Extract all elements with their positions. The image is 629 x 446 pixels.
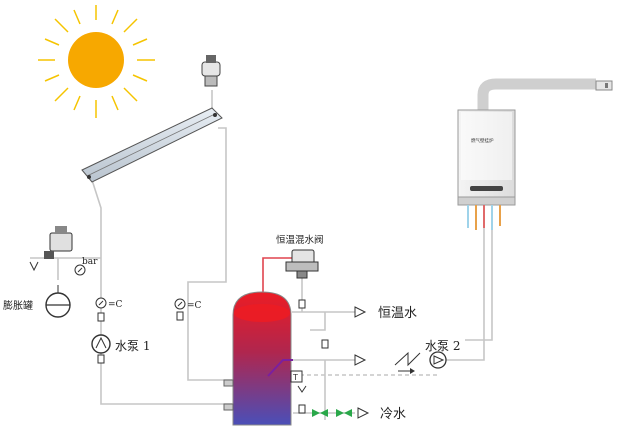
expansion-tank-label: 膨胀罐: [3, 299, 33, 312]
check-valve-icon: [298, 299, 329, 414]
safety-valve-icon: [29, 226, 73, 272]
pump-2-label: 水泵 2: [425, 339, 460, 353]
thermostat-icon: T: [290, 370, 307, 393]
boiler-brand-label: 燃气壁挂炉: [471, 137, 494, 144]
pressure-unit-label: bar: [82, 257, 98, 267]
pump-2-arrow-icon: [354, 351, 421, 374]
mixing-valve-icon: [285, 249, 319, 279]
pump-2-icon: [429, 351, 447, 369]
pressure-gauge-icon: [74, 264, 86, 276]
outlet-arrow-icon: [354, 306, 367, 318]
constant-temp-water-label: 恒温水: [378, 306, 417, 321]
sun-icon: [38, 5, 155, 118]
air-vent-valve: [201, 55, 221, 87]
cold-water-label: 冷水: [380, 407, 406, 422]
temp-sensor-collector-icon: [174, 298, 186, 321]
pump-1-label: 水泵 1: [115, 339, 150, 353]
piping: [30, 90, 493, 420]
temp-sensor-collector-label: =C: [187, 301, 202, 311]
gas-boiler: [457, 78, 613, 230]
expansion-tank-icon: [45, 285, 71, 318]
temp-sensor-icon: [95, 297, 107, 322]
svg-text:T: T: [292, 373, 298, 382]
storage-tank: [223, 291, 293, 426]
solar-collector: [81, 107, 223, 183]
temp-sensor-pump-label: =C: [108, 300, 123, 310]
mixing-valve-label: 恒温混水阀: [276, 234, 324, 246]
pump-1-icon: [91, 334, 111, 364]
cold-water-valves: [312, 407, 370, 419]
